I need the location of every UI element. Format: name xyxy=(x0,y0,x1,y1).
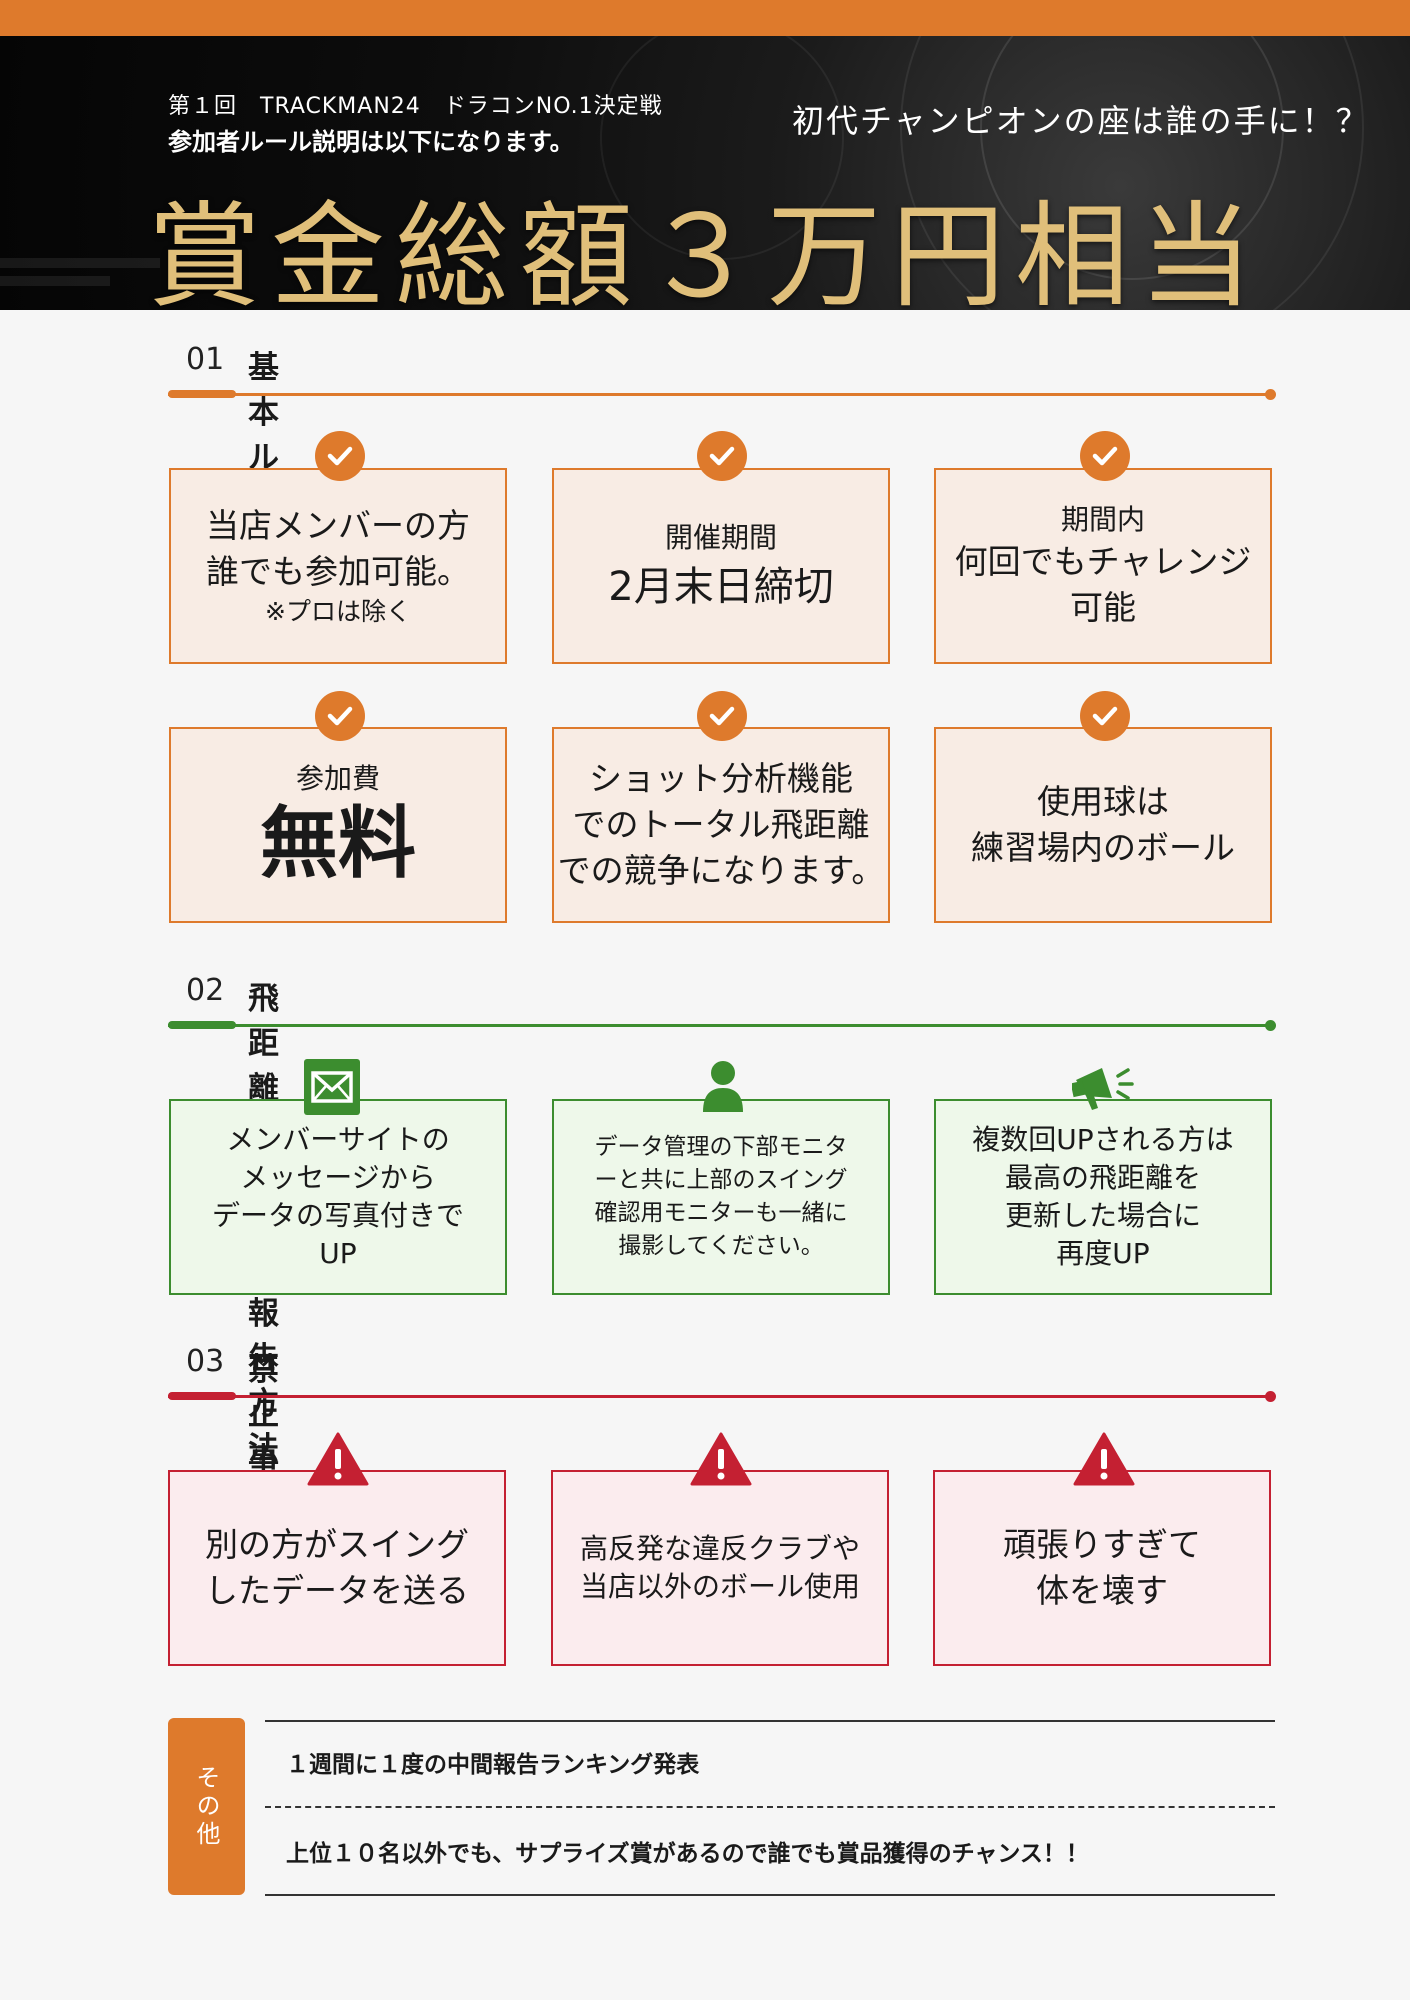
section-divider xyxy=(168,1020,1276,1031)
check-icon xyxy=(315,691,365,741)
card-text: 撮影してください。 xyxy=(618,1233,824,1259)
card-text: 使用球は xyxy=(1037,782,1169,821)
decor-ring xyxy=(600,36,844,260)
top-accent-bar xyxy=(0,0,1410,36)
prohibited-card-illegal-club: 高反発な違反クラブや 当店以外のボール使用 xyxy=(551,1470,889,1666)
person-icon xyxy=(701,1060,745,1112)
card-text: 当店以外のボール使用 xyxy=(579,1570,860,1603)
prize-title: 賞金総額３万円相当 xyxy=(146,190,1263,310)
other-label: その他 xyxy=(192,1764,220,1849)
section-number: 02 xyxy=(186,973,225,1008)
card-text: データの写真付きで xyxy=(211,1199,464,1232)
hero-banner: 第１回 TRACKMAN24 ドラコンNO.1決定戦 参加者ルール説明は以下にな… xyxy=(0,36,1410,310)
megaphone-icon xyxy=(1072,1058,1136,1114)
event-name: 第１回 TRACKMAN24 ドラコンNO.1決定戦 xyxy=(168,94,663,119)
card-text: 別の方がスイング xyxy=(205,1525,469,1564)
card-text: ショット分析機能 xyxy=(589,759,853,798)
card-text: での競争になります。 xyxy=(557,851,885,890)
other-bottom-rule xyxy=(265,1894,1275,1896)
card-text: 誰でも参加可能。 xyxy=(206,552,470,591)
other-item: １週間に１度の中間報告ランキング発表 xyxy=(286,1752,700,1778)
envelope-icon xyxy=(304,1059,360,1115)
prohibited-card-proxy-data: 別の方がスイング したデータを送る xyxy=(168,1470,506,1666)
prohibited-card-overexertion: 頑張りすぎて 体を壊す xyxy=(933,1470,1271,1666)
card-text: 複数回UPされる方は xyxy=(972,1123,1234,1156)
rule-card-measurement: ショット分析機能 でのトータル飛距離 での競争になります。 xyxy=(552,727,890,923)
other-dashed-divider xyxy=(265,1806,1275,1808)
card-text: 何回でもチャレンジ xyxy=(954,542,1252,581)
card-text: ーと共に上部のスイング xyxy=(594,1167,848,1193)
card-label: 開催期間 xyxy=(664,521,777,554)
card-text: データ管理の下部モニタ xyxy=(594,1134,848,1160)
card-text: メッセージから xyxy=(240,1161,436,1194)
report-card-photo: データ管理の下部モニタ ーと共に上部のスイング 確認用モニターも一緒に 撮影して… xyxy=(552,1099,890,1295)
rule-card-attempts: 期間内 何回でもチャレンジ 可能 xyxy=(934,468,1272,664)
other-top-rule xyxy=(265,1720,1275,1722)
rule-card-fee: 参加費 無料 xyxy=(169,727,507,923)
section-divider xyxy=(168,389,1276,400)
section-number: 01 xyxy=(186,342,225,377)
card-label: 参加費 xyxy=(295,762,380,795)
card-text: したデータを送る xyxy=(205,1571,469,1610)
tagline: 初代チャンピオンの座は誰の手に！？ xyxy=(792,102,1370,140)
card-text: 高反発な違反クラブや xyxy=(579,1532,860,1565)
card-label: 期間内 xyxy=(1060,503,1145,536)
card-text: 練習場内のボール xyxy=(971,828,1235,867)
card-text: UP xyxy=(319,1237,357,1270)
other-item: 上位１０名以外でも、サプライズ賞があるので誰でも賞品獲得のチャンス！！ xyxy=(286,1841,1089,1867)
card-note: ※プロは除く xyxy=(265,597,411,626)
card-text: 更新した場合に xyxy=(1004,1199,1201,1232)
check-icon xyxy=(1080,691,1130,741)
section-number: 03 xyxy=(186,1344,225,1379)
card-text: 頑張りすぎて xyxy=(1003,1525,1201,1564)
rules-intro: 参加者ルール説明は以下になります。 xyxy=(168,128,574,156)
card-main: 2月末日締切 xyxy=(608,564,834,610)
card-text: 体を壊す xyxy=(1036,1571,1168,1610)
warning-icon xyxy=(690,1432,752,1486)
card-text: 当店メンバーの方 xyxy=(206,506,470,545)
check-icon xyxy=(697,691,747,741)
card-main: 無料 xyxy=(259,799,416,889)
card-text: 確認用モニターも一緒に xyxy=(594,1200,848,1226)
rule-card-period: 開催期間 2月末日締切 xyxy=(552,468,890,664)
card-text: 可能 xyxy=(1070,588,1136,627)
card-text: でのトータル飛距離 xyxy=(572,805,870,844)
decor-stripe xyxy=(0,276,110,286)
section-divider xyxy=(168,1391,1276,1402)
report-card-update: 複数回UPされる方は 最高の飛距離を 更新した場合に 再度UP xyxy=(934,1099,1272,1295)
warning-icon xyxy=(307,1432,369,1486)
check-icon xyxy=(1080,431,1130,481)
card-text: 最高の飛距離を xyxy=(1004,1161,1201,1194)
rule-card-eligibility: 当店メンバーの方 誰でも参加可能。 ※プロは除く xyxy=(169,468,507,664)
decor-stripe xyxy=(0,258,160,268)
card-text: 再度UP xyxy=(1056,1237,1150,1270)
report-card-message: メンバーサイトの メッセージから データの写真付きで UP xyxy=(169,1099,507,1295)
check-icon xyxy=(315,431,365,481)
check-icon xyxy=(697,431,747,481)
warning-icon xyxy=(1073,1432,1135,1486)
card-text: メンバーサイトの xyxy=(226,1123,450,1156)
rule-card-ball: 使用球は 練習場内のボール xyxy=(934,727,1272,923)
other-label-tab: その他 xyxy=(168,1718,245,1895)
